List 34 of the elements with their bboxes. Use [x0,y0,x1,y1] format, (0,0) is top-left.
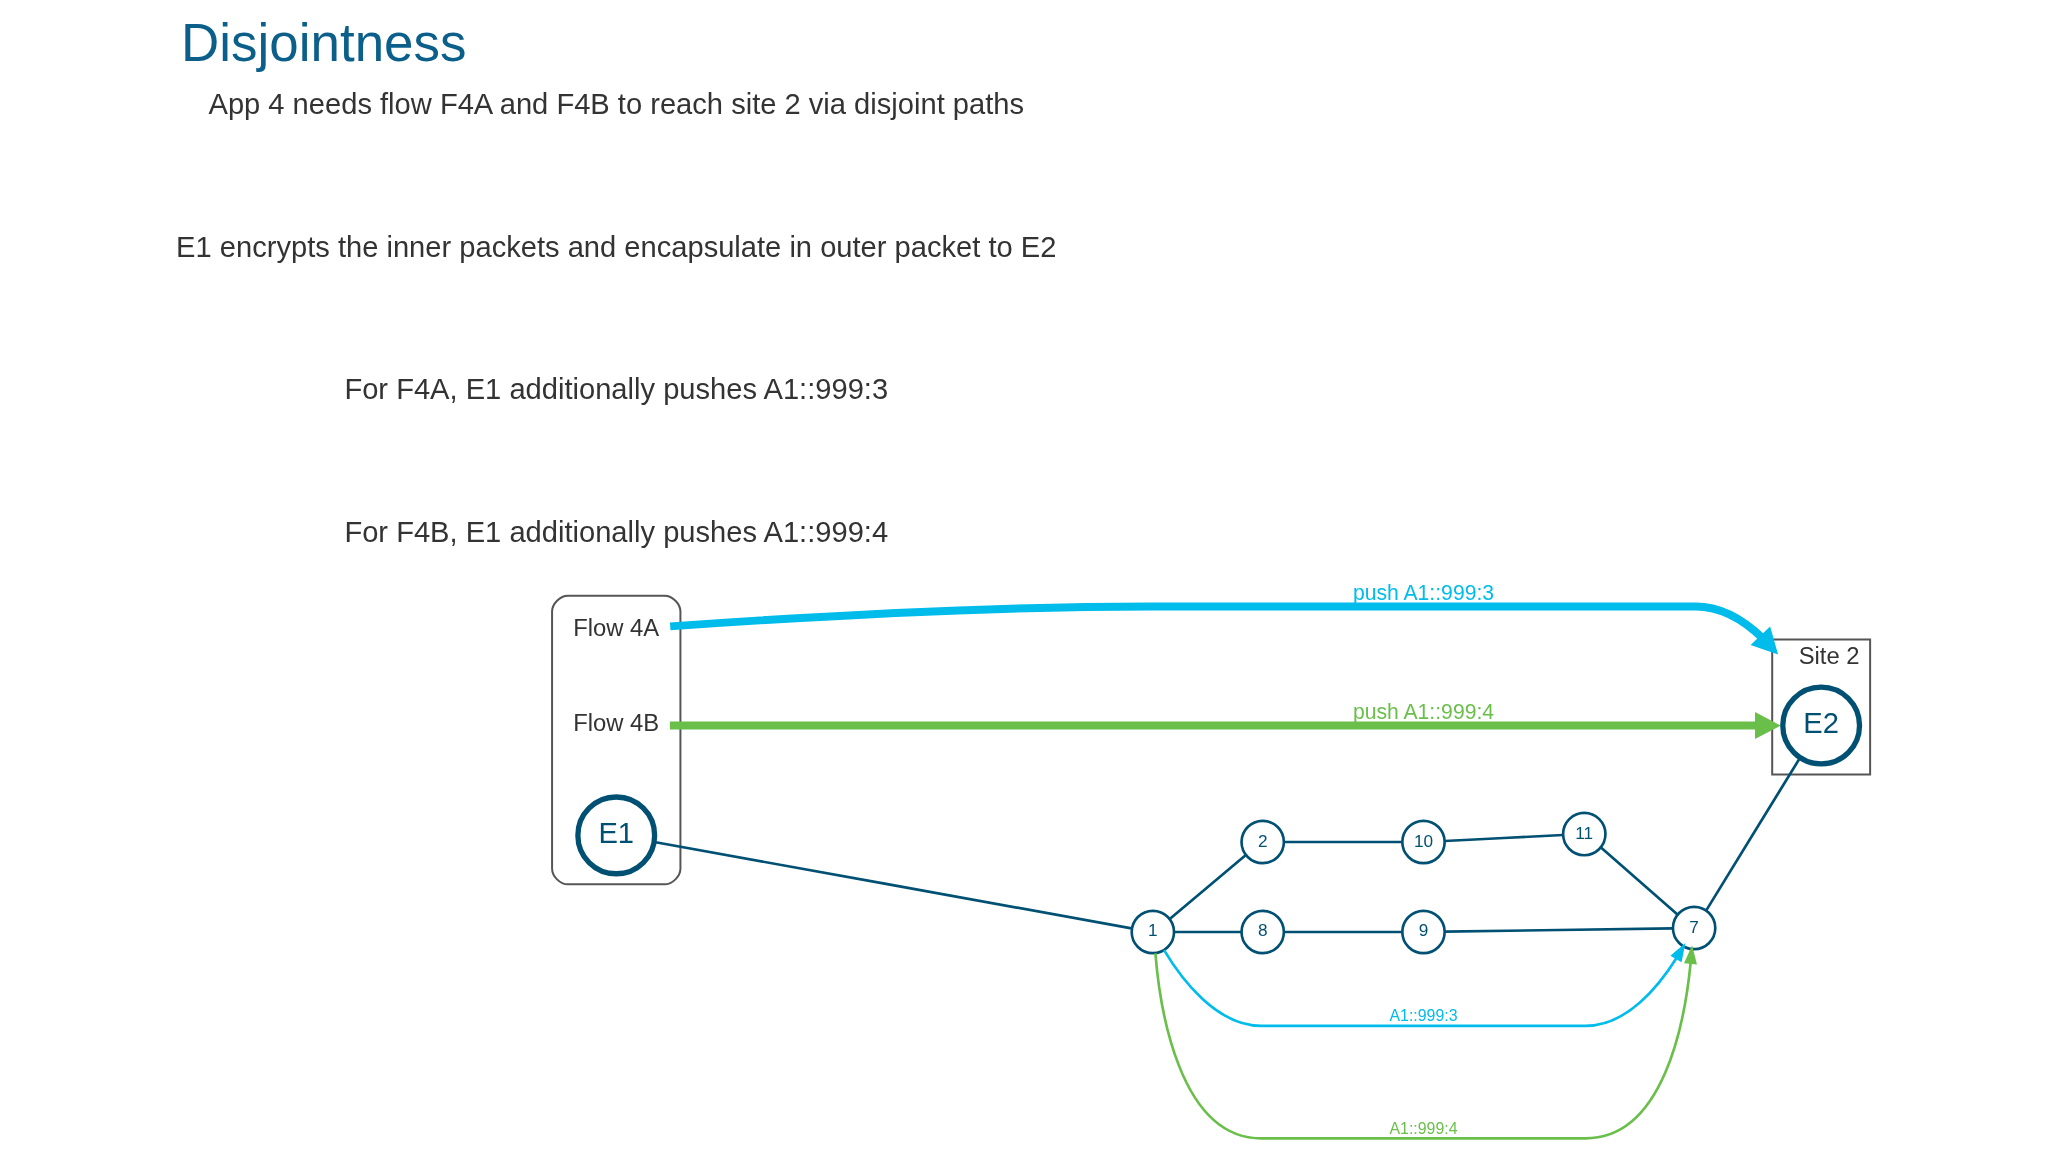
connector [1168,854,1247,920]
cluster [550,594,681,886]
node-circle: 2 [1239,819,1285,865]
node-circle: 9 [1400,909,1446,955]
node-circle: E2 [1779,684,1862,767]
connector [1599,846,1678,916]
edge-label: A1::999:3 [1389,1007,1457,1025]
connector [1444,833,1563,843]
node-circle: 8 [1239,909,1285,955]
node-circle: 1 [1129,909,1175,955]
connector [1444,926,1673,933]
label: App 4 needs flow F4A and F4B to reach site 2 via disjoint paths [207,87,1024,120]
edge-label: push A1::999:4 [1352,699,1494,723]
arrow [1153,945,1697,1140]
node-text: Flow 4A [572,614,659,642]
node-circle: 7 [1671,905,1717,951]
label: E1 encrypts the inner packets and encapsulate in outer packet to E2 [175,230,1056,263]
edge-label: A1::999:4 [1389,1119,1457,1137]
connector [1283,840,1402,844]
arrow [669,712,1781,740]
connector [1283,930,1402,934]
connector [1173,930,1241,934]
diagram-title: Disjointness [180,13,466,73]
arrow [669,602,1778,655]
connector [653,840,1132,930]
connector [1704,757,1801,912]
node-circle: E1 [574,794,657,877]
arrow [1162,943,1685,1028]
node-circle: 10 [1400,819,1446,865]
node-text: Flow 4B [572,709,659,737]
node-circle: 11 [1561,811,1607,857]
label: For F4B, E1 additionally pushes A1::999:4 [343,516,888,549]
label: For F4A, E1 additionally pushes A1::999:3 [343,373,888,406]
edge-label: push A1::999:3 [1352,580,1494,604]
